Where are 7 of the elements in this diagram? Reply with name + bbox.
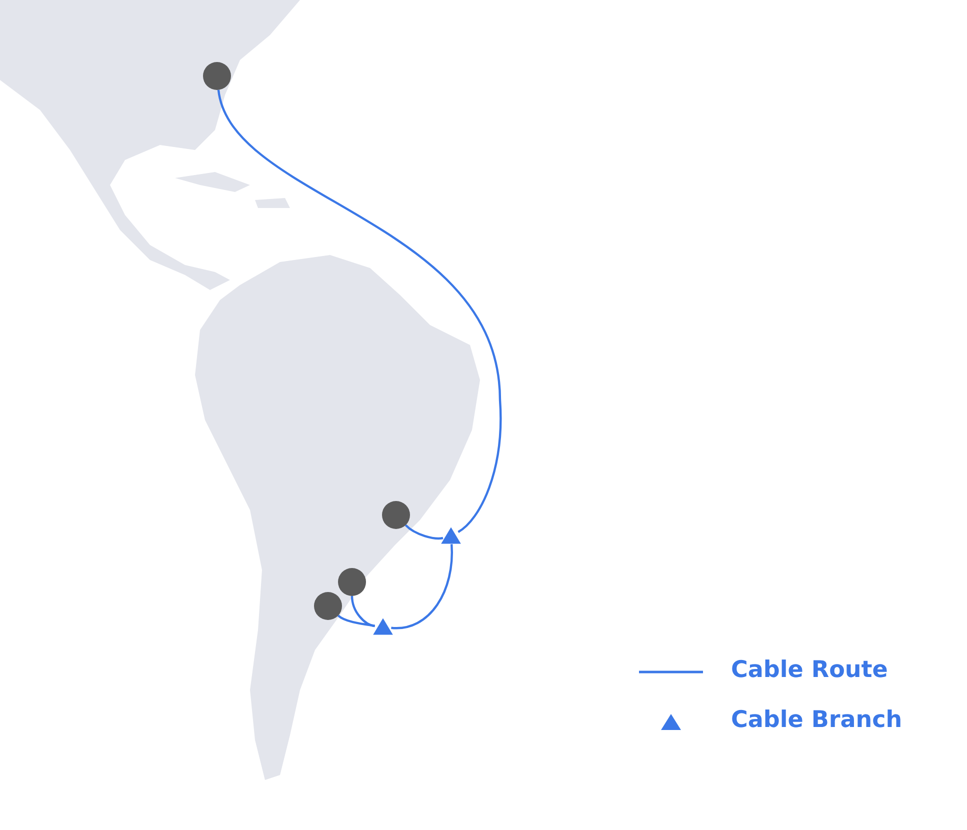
- cable-route-line: [391, 544, 453, 630]
- cable-route-line: [217, 90, 502, 533]
- legend-text: Cable Route: [731, 657, 888, 683]
- cable-route-line: [338, 614, 375, 627]
- legend-text: Cable Branch: [731, 707, 902, 733]
- cable-route-line: [350, 596, 376, 628]
- cable-route-line: [404, 524, 444, 540]
